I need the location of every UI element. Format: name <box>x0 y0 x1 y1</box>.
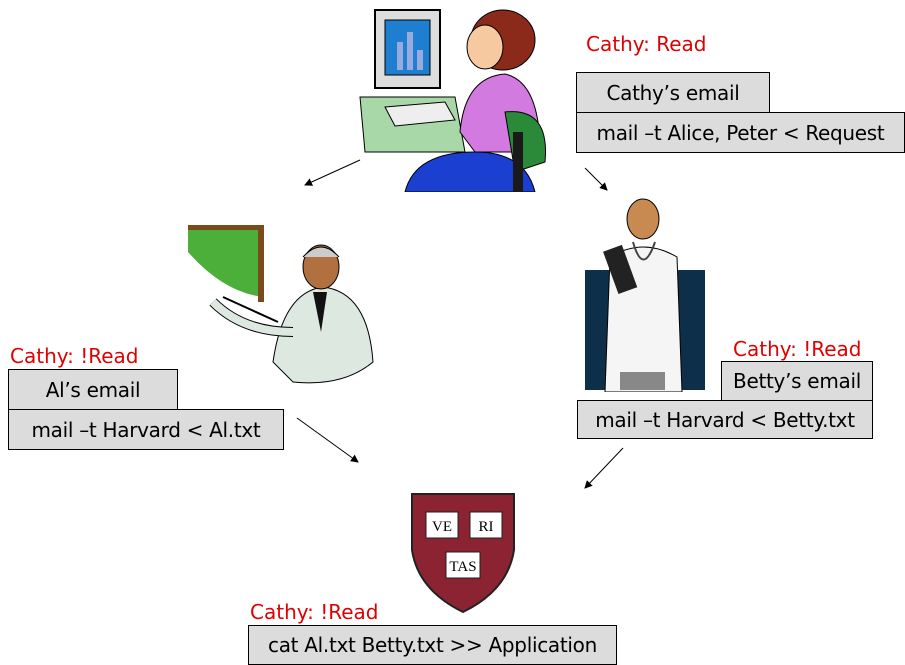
al-command: mail –t Harvard < Al.txt <box>8 409 284 450</box>
betty-access-label: Cathy: !Read <box>733 337 862 361</box>
al-professor-clipart <box>188 225 374 384</box>
harvard-shield: VE RI TAS <box>411 493 515 614</box>
betty-email-title: Betty’s email <box>721 361 873 401</box>
betty-command: mail –t Harvard < Betty.txt <box>577 400 873 439</box>
al-access-label: Cathy: !Read <box>10 344 139 368</box>
betty-doctor-clipart <box>585 198 705 392</box>
harvard-access-label: Cathy: !Read <box>250 600 379 624</box>
cathy-computer-clipart <box>359 9 546 192</box>
arrow-cathy-to-betty <box>584 167 608 191</box>
arrow-betty-to-harvard <box>584 447 624 489</box>
arrow-al-to-harvard <box>296 417 359 463</box>
cathy-access-label: Cathy: Read <box>586 32 707 56</box>
arrow-cathy-to-al <box>304 159 361 186</box>
harvard-command: cat Al.txt Betty.txt >> Application <box>248 625 617 665</box>
cathy-email-title: Cathy’s email <box>576 72 770 113</box>
shield-text-ve: VE <box>432 519 452 535</box>
al-email-title: Al’s email <box>8 369 178 410</box>
shield-text-tas: TAS <box>449 559 476 575</box>
cathy-command: mail –t Alice, Peter < Request <box>576 112 905 153</box>
shield-text-ri: RI <box>479 519 494 535</box>
